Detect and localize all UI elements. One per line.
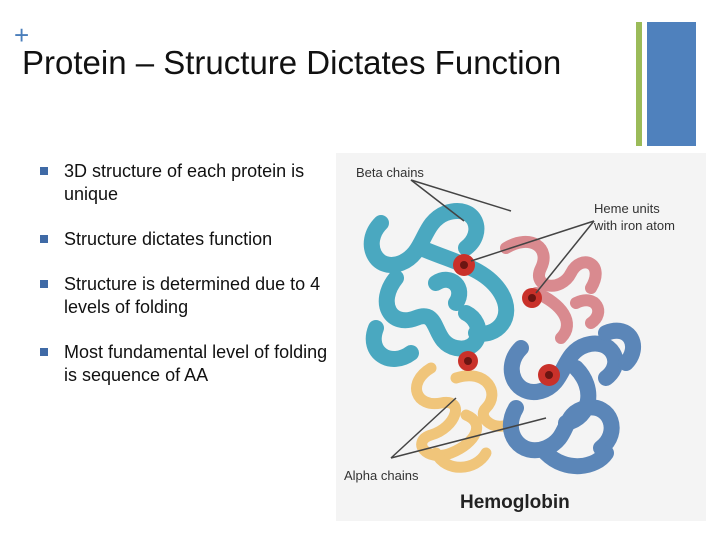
hemoglobin-illustration: Beta chains Heme units with iron atom Al… xyxy=(344,165,675,513)
accent-bar-blue xyxy=(647,22,696,146)
square-bullet-icon xyxy=(40,348,48,356)
bullet-item: 3D structure of each protein is unique xyxy=(40,160,330,206)
label-beta-chains: Beta chains xyxy=(356,165,424,180)
hemoglobin-figure: Beta chains Heme units with iron atom Al… xyxy=(336,153,706,521)
heme-unit xyxy=(453,254,475,276)
heme-unit xyxy=(522,288,542,308)
square-bullet-icon xyxy=(40,235,48,243)
bullet-list: 3D structure of each protein is unique S… xyxy=(40,160,330,409)
slide-title: Protein – Structure Dictates Function xyxy=(22,44,562,81)
square-bullet-icon xyxy=(40,280,48,288)
alpha-chain-blue xyxy=(502,322,641,475)
beta-chain-teal xyxy=(363,203,515,367)
label-alpha-chains: Alpha chains xyxy=(344,468,419,483)
bullet-item: Structure dictates function xyxy=(40,228,330,251)
label-heme-units: Heme units xyxy=(594,201,660,216)
bullet-text: Most fundamental level of folding is seq… xyxy=(64,342,328,385)
beta-chain-pink xyxy=(500,236,605,344)
square-bullet-icon xyxy=(40,167,48,175)
bullet-text: Structure dictates function xyxy=(64,229,273,249)
bullet-item: Most fundamental level of folding is seq… xyxy=(40,341,330,387)
label-heme-iron: with iron atom xyxy=(593,218,675,233)
figure-caption: Hemoglobin xyxy=(460,492,570,513)
bullet-text: 3D structure of each protein is unique xyxy=(64,161,305,204)
alpha-chain-yellow xyxy=(411,362,517,473)
bullet-item: Structure is determined due to 4 levels … xyxy=(40,273,330,319)
heme-unit xyxy=(458,351,478,371)
accent-bar-green xyxy=(636,22,642,146)
plus-decoration: + xyxy=(14,20,30,50)
bullet-text: Structure is determined due to 4 levels … xyxy=(64,274,321,317)
leader-lines xyxy=(390,179,595,459)
heme-unit xyxy=(538,364,560,386)
